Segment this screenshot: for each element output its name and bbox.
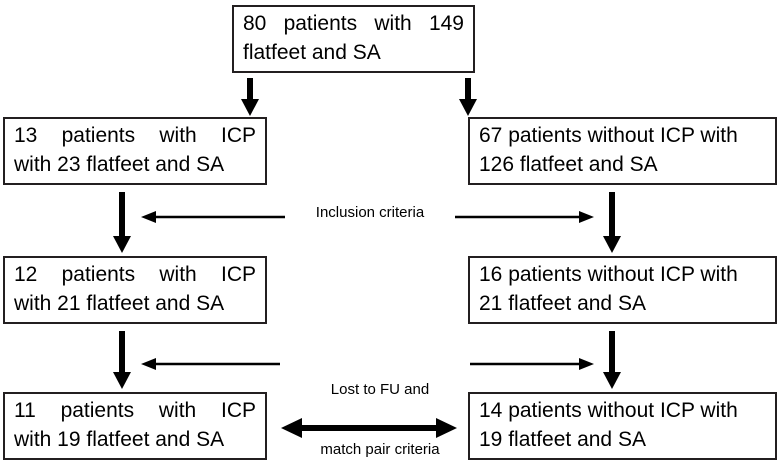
node-no-icp-final-line2: 19 flatfeet and SA [479, 428, 646, 451]
node-icp-final-line2: with 19 flatfeet and SA [14, 428, 225, 451]
word-patients: patients [61, 124, 136, 147]
word-patients: patients [60, 399, 135, 422]
count-patients: 11 [14, 399, 36, 422]
arrow-down-noicp2-to-noicp3 [603, 331, 621, 389]
count-feet: 149 [428, 12, 464, 35]
node-total-patients-line1: 80 patients with 149 [243, 9, 464, 38]
node-icp-screened-line1: 13 patients with ICP [14, 121, 256, 150]
arrow-down-top-to-icp1 [241, 78, 259, 116]
arrow-lost-right [470, 358, 594, 370]
node-total-patients-line2: flatfeet and SA [243, 41, 381, 64]
edge-label-lost-to-fu: Lost to FU and match pair criteria [285, 340, 475, 467]
arrow-down-icp2-to-icp3 [113, 331, 131, 389]
arrow-down-noicp1-to-noicp2 [603, 192, 621, 253]
node-icp-included-line1: 12 patients with ICP [14, 260, 256, 289]
arrow-inclusion-right [455, 211, 594, 223]
node-no-icp-included-line1: 16 patients without ICP with [479, 263, 738, 286]
word-with: with [159, 263, 197, 286]
count-patients: 13 [14, 124, 38, 147]
node-icp-screened: 13 patients with ICP with 23 flatfeet an… [3, 117, 267, 185]
node-icp-included: 12 patients with ICP with 21 flatfeet an… [3, 256, 267, 324]
node-no-icp-screened-line1: 67 patients without ICP with [479, 124, 738, 147]
node-no-icp-included: 16 patients without ICP with 21 flatfeet… [468, 256, 777, 324]
edge-label-lost-to-fu-line1: Lost to FU and [330, 381, 430, 398]
node-no-icp-final-line1: 14 patients without ICP with [479, 399, 738, 422]
edge-label-lost-to-fu-line2: match pair criteria [320, 441, 440, 458]
word-icp: ICP [220, 399, 256, 422]
arrow-down-icp1-to-icp2 [113, 192, 131, 253]
arrow-down-top-to-noicp1 [459, 78, 477, 116]
word-icp: ICP [220, 124, 256, 147]
node-no-icp-included-line2: 21 flatfeet and SA [479, 292, 646, 315]
node-no-icp-screened: 67 patients without ICP with 126 flatfee… [468, 117, 777, 185]
node-total-patients: 80 patients with 149 flatfeet and SA [232, 5, 475, 73]
edge-label-inclusion-criteria: Inclusion criteria [315, 204, 425, 221]
node-no-icp-screened-line2: 126 flatfeet and SA [479, 153, 658, 176]
word-icp: ICP [220, 263, 256, 286]
arrow-inclusion-left [141, 211, 285, 223]
word-with: with [374, 12, 412, 35]
node-no-icp-final: 14 patients without ICP with 19 flatfeet… [468, 392, 777, 460]
word-with: with [158, 399, 197, 422]
node-icp-final: 11 patients with ICP with 19 flatfeet an… [3, 392, 267, 460]
word-patients: patients [61, 263, 136, 286]
count-patients: 80 [243, 12, 267, 35]
arrow-lost-left [141, 358, 280, 370]
count-patients: 12 [14, 263, 38, 286]
node-icp-final-line1: 11 patients with ICP [14, 396, 256, 425]
word-patients: patients [283, 12, 358, 35]
node-icp-included-line2: with 21 flatfeet and SA [14, 292, 225, 315]
word-with: with [159, 124, 197, 147]
node-icp-screened-line2: with 23 flatfeet and SA [14, 153, 225, 176]
